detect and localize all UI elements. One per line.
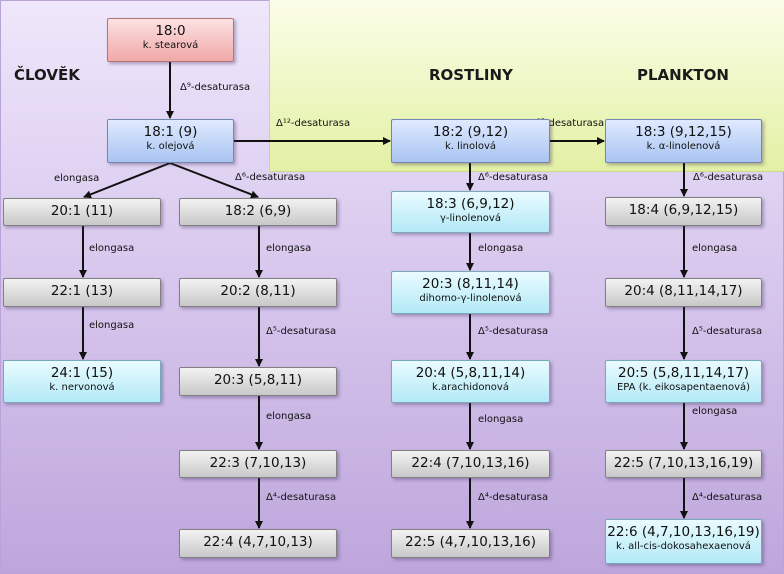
box-gamma-linolenic-acid: 18:3 (6,9,12) γ-linolenová — [391, 191, 550, 233]
label-d12-desaturase: Δ¹²-desaturasa — [276, 118, 351, 129]
box-code: 18:3 (9,12,15) — [635, 124, 732, 140]
label-d6-desaturase-human: Δ⁶-desaturasa — [235, 172, 306, 183]
box-code: 20:2 (8,11) — [220, 283, 296, 299]
label-elongase-gamma: elongasa — [478, 243, 524, 254]
box-name: k. olejová — [146, 141, 195, 152]
box-code: 22:4 (4,7,10,13) — [203, 534, 313, 550]
label-elongase-22-1: elongasa — [89, 320, 135, 331]
box-alpha-linolenic-acid: 18:3 (9,12,15) k. α-linolenová — [605, 119, 762, 163]
box-code: 20:5 (5,8,11,14,17) — [617, 365, 750, 381]
box-22-1: 22:1 (13) — [3, 278, 161, 307]
box-code: 18:3 (6,9,12) — [426, 196, 515, 212]
box-code: 20:3 (8,11,14) — [422, 276, 519, 292]
box-code: 22:5 (7,10,13,16,19) — [613, 455, 754, 471]
box-code: 22:4 (7,10,13,16) — [411, 455, 530, 471]
label-d4-desaturase-plankton: Δ⁴-desaturasa — [692, 492, 763, 503]
box-arachidonic-acid: 20:4 (5,8,11,14) k.arachidonová — [391, 360, 550, 403]
box-code: 20:1 (11) — [50, 203, 114, 219]
box-name: k. nervonová — [49, 382, 115, 393]
box-22-3: 22:3 (7,10,13) — [179, 450, 337, 478]
box-stearic-acid: 18:0 k. stearová — [107, 18, 234, 62]
label-elongase-oleic: elongasa — [54, 173, 100, 184]
box-code: 18:0 — [155, 23, 186, 39]
box-name: k.arachidonová — [432, 382, 509, 393]
box-code: 22:1 (13) — [50, 283, 114, 299]
box-18-4: 18:4 (6,9,12,15) — [605, 197, 762, 226]
box-oleic-acid: 18:1 (9) k. olejová — [107, 119, 234, 163]
box-code: 22:6 (4,7,10,13,16,19) — [607, 524, 760, 540]
box-22-5-4-7-10-13-16: 22:5 (4,7,10,13,16) — [391, 529, 550, 558]
arrow-oleic-to-18-2-6-9 — [169, 162, 259, 199]
label-elongase-18-2: elongasa — [266, 243, 312, 254]
box-22-4-4-7-10-13: 22:4 (4,7,10,13) — [179, 529, 337, 558]
box-code: 20:4 (8,11,14,17) — [624, 283, 743, 299]
label-d5-desaturase-plants: Δ⁵-desaturasa — [478, 326, 549, 337]
label-elongase-20-1: elongasa — [89, 243, 135, 254]
box-20-4-8-11-14-17: 20:4 (8,11,14,17) — [605, 278, 762, 307]
heading-plankton: PLANKTON — [637, 66, 729, 84]
box-epa: 20:5 (5,8,11,14,17) EPA (k. eikosapentae… — [605, 360, 762, 403]
box-dihomo-gamma-linolenic-acid: 20:3 (8,11,14) dihomo-γ-linolenová — [391, 271, 550, 314]
box-code: 18:1 (9) — [143, 124, 198, 140]
label-d4-desaturase-plants: Δ⁴-desaturasa — [478, 492, 549, 503]
label-elongase-18-4: elongasa — [692, 243, 738, 254]
box-code: 18:2 (9,12) — [432, 124, 509, 140]
box-code: 20:4 (5,8,11,14) — [415, 365, 526, 381]
label-elongase-20-3: elongasa — [266, 411, 312, 422]
box-name: k. α-linolenová — [646, 141, 721, 152]
label-elongase-arachidonic: elongasa — [478, 414, 524, 425]
box-linoleic-acid: 18:2 (9,12) k. linolová — [391, 119, 550, 163]
box-20-1: 20:1 (11) — [3, 198, 161, 226]
box-name: γ-linolenová — [440, 213, 501, 224]
label-d5-desaturase-human: Δ⁵-desaturasa — [266, 326, 337, 337]
box-code: 22:5 (4,7,10,13,16) — [404, 534, 537, 550]
box-code: 24:1 (15) — [50, 365, 114, 381]
box-name: dihomo-γ-linolenová — [419, 293, 522, 304]
box-nervonic-acid: 24:1 (15) k. nervonová — [3, 360, 161, 403]
box-code: 18:4 (6,9,12,15) — [628, 202, 739, 218]
label-d6-desaturase-plankton: Δ⁶-desaturasa — [693, 172, 764, 183]
label-d15-desaturase: Δ¹⁵-desaturasa — [530, 118, 605, 129]
label-d6-desaturase-plants: Δ⁶-desaturasa — [478, 172, 549, 183]
box-20-2: 20:2 (8,11) — [179, 278, 337, 307]
box-22-5-7-10-13-16-19: 22:5 (7,10,13,16,19) — [605, 450, 762, 478]
box-name: EPA (k. eikosapentaenová) — [616, 382, 751, 393]
box-name: k. all-cis-dokosahexaenová — [616, 541, 751, 552]
arrow-oleic-to-20-1 — [83, 162, 171, 199]
label-d5-desaturase-plankton: Δ⁵-desaturasa — [692, 326, 763, 337]
label-elongase-epa: elongasa — [692, 406, 738, 417]
box-code: 22:3 (7,10,13) — [209, 455, 307, 471]
box-name: k. linolová — [444, 141, 497, 152]
label-d4-desaturase-human: Δ⁴-desaturasa — [266, 492, 337, 503]
box-20-3-5-8-11: 20:3 (5,8,11) — [179, 367, 337, 396]
heading-plants: ROSTLINY — [429, 66, 513, 84]
box-dha: 22:6 (4,7,10,13,16,19) k. all-cis-dokosa… — [605, 519, 762, 564]
heading-human: ČLOVĚK — [14, 66, 80, 84]
box-18-2-6-9: 18:2 (6,9) — [179, 198, 337, 226]
box-name: k. stearová — [142, 40, 199, 51]
box-code: 20:3 (5,8,11) — [213, 372, 303, 388]
box-22-4-7-10-13-16: 22:4 (7,10,13,16) — [391, 450, 550, 478]
label-d9-desaturase: Δ⁹-desaturasa — [180, 82, 251, 93]
box-code: 18:2 (6,9) — [224, 203, 292, 219]
